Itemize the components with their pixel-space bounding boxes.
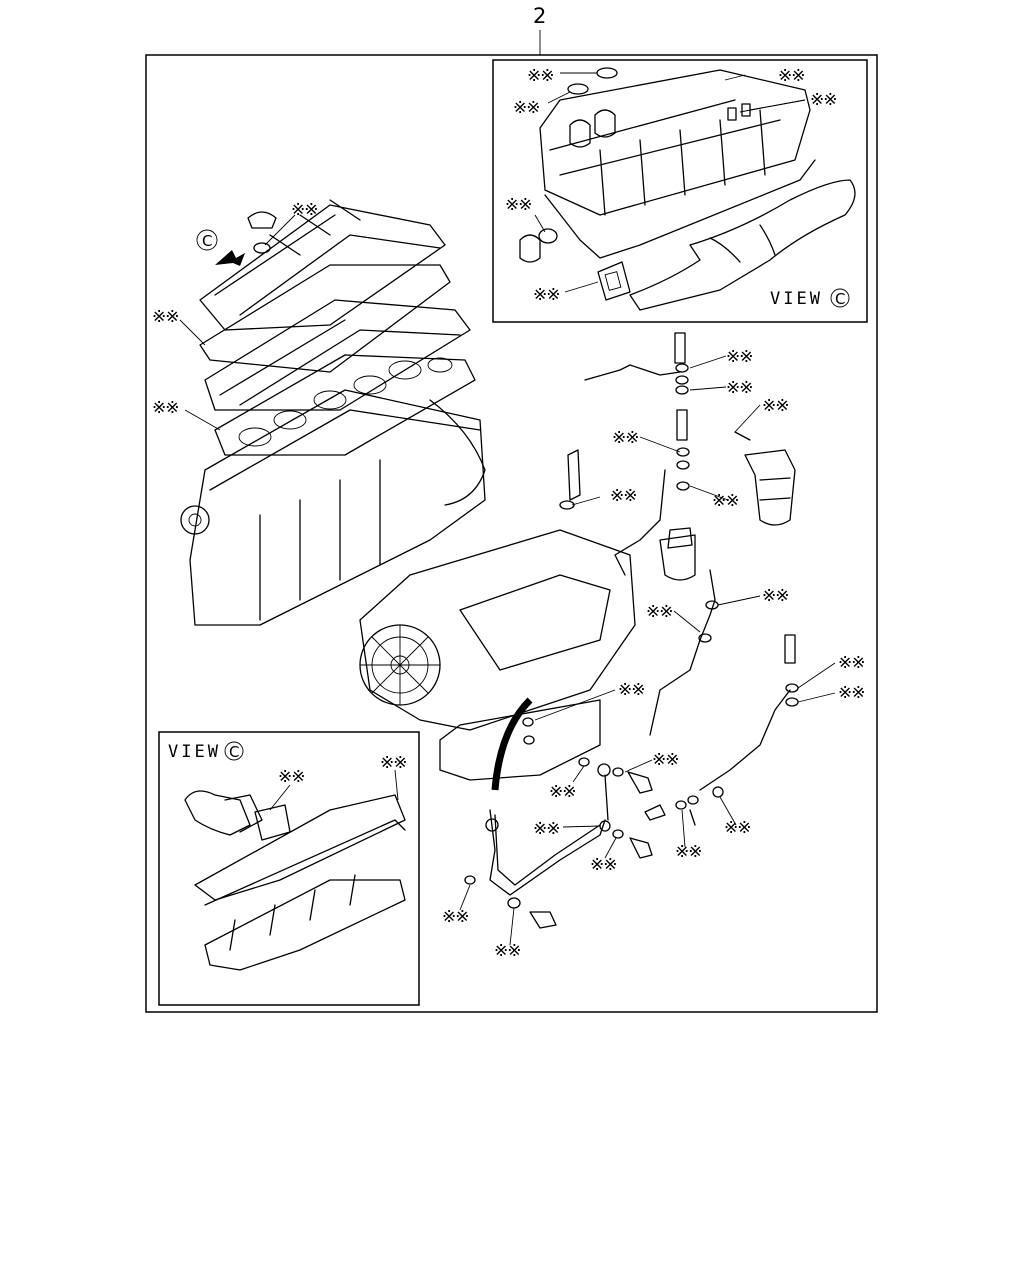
- view-circle-letter-top: C: [835, 290, 845, 308]
- oil-pipe-1: [489, 809, 606, 896]
- oil-filler-cap: [247, 211, 277, 229]
- marker-head-2: ※※: [152, 307, 179, 327]
- fuel-pipe-top: [584, 364, 681, 381]
- thermostat-housing: [519, 234, 541, 263]
- view-direction-arrow: [215, 250, 245, 266]
- marker-fuel-3: ※※: [762, 396, 789, 416]
- marker-top-5: ※※: [505, 195, 532, 215]
- marker-fuel-6: ※※: [762, 586, 789, 606]
- cylinder-block: [189, 389, 486, 626]
- banjo-bolt-2: [676, 409, 688, 441]
- oil-pan: [439, 699, 601, 781]
- view-label-top: VIEW: [770, 289, 823, 309]
- banjo-bolt-1: [674, 332, 686, 364]
- marker-head-3: ※※: [152, 398, 179, 418]
- inset-frame-top: [492, 59, 868, 323]
- marker-injector: ※※: [610, 486, 637, 506]
- flywheel-housing: [429, 399, 486, 506]
- injector: [567, 449, 581, 501]
- marker-lower-4: ※※: [590, 855, 617, 875]
- bolt-2: [629, 837, 653, 859]
- cover-view: [194, 794, 406, 901]
- engine-lower-assembly: ※※ ※※: [359, 449, 646, 791]
- fuel-filter: [659, 534, 696, 581]
- marker-fuel-5: ※※: [712, 491, 739, 511]
- view-circle-letter-bottom: C: [229, 743, 239, 761]
- marker-head-1: ※※: [291, 200, 318, 220]
- view-label-bottom: VIEW: [168, 742, 221, 762]
- intake-pipe: [629, 179, 856, 311]
- outer-frame: [145, 54, 878, 1013]
- marker-fuel-1: ※※: [726, 347, 753, 367]
- marker-inset-bottom-1: ※※: [278, 767, 305, 787]
- marker-top-2: ※※: [513, 98, 540, 118]
- inset-view-c-top: ※※ ※※ ※※ ※※ ※※ ※※ VIEW C: [492, 59, 868, 323]
- bolt-1: [627, 771, 653, 794]
- view-circle-bottom: [224, 741, 244, 761]
- marker-oilpan: ※※: [618, 680, 645, 700]
- marker-inset-bottom-2: ※※: [380, 753, 407, 773]
- reference-number: 2: [533, 4, 546, 28]
- inset-view-c-bottom: VIEW C ※※ ※※: [158, 731, 420, 1006]
- marker-top-6: ※※: [533, 285, 560, 305]
- fuel-filter-right: [744, 449, 796, 526]
- banjo-bolt-3: [784, 634, 796, 664]
- inset-frame-bottom: [158, 731, 420, 1006]
- marker-lower-2: ※※: [549, 782, 576, 802]
- cover-gasket: [199, 264, 451, 373]
- marker-fuel-9: ※※: [838, 683, 865, 703]
- hose: [491, 697, 533, 791]
- view-circle-top: [830, 288, 850, 308]
- head-view: [204, 879, 406, 971]
- o-ring-3: [538, 228, 558, 244]
- marker-top-3: ※※: [778, 66, 805, 86]
- marker-lower-3: ※※: [533, 819, 560, 839]
- marker-lower-6: ※※: [724, 818, 751, 838]
- bolt-4: [529, 911, 557, 929]
- marker-fuel-4: ※※: [612, 428, 639, 448]
- o-ring-1: [596, 67, 618, 79]
- view-direction-letter: C: [202, 232, 212, 250]
- o-ring-2: [567, 83, 589, 95]
- manifold-elbow: [184, 790, 251, 836]
- fuel-pipe-right: [699, 689, 791, 791]
- head-gasket: [214, 354, 476, 456]
- marker-fuel-8: ※※: [838, 653, 865, 673]
- fuel-pipe-mid: [614, 469, 666, 576]
- cylinder-head: [204, 299, 471, 411]
- flange-gasket: [597, 261, 631, 301]
- marker-fuel-2: ※※: [726, 378, 753, 398]
- pulley: [180, 505, 210, 535]
- caps: [727, 103, 751, 121]
- marker-lower-5: ※※: [675, 842, 702, 862]
- cap-seal: [253, 242, 271, 254]
- fuel-system: ※※ ※※ ※※ ※※ ※※ ※※ ※※ ※※ ※※: [584, 332, 866, 791]
- marker-lower-7: ※※: [442, 907, 469, 927]
- marker-lower-1: ※※: [652, 750, 679, 770]
- view-direction-circle: [196, 229, 218, 251]
- marker-top-4: ※※: [810, 90, 837, 110]
- engine-block-lower: [359, 529, 636, 731]
- fuel-pipe-lower: [649, 569, 716, 736]
- cover-lower-edge: [544, 159, 816, 259]
- marker-top-1: ※※: [527, 66, 554, 86]
- lower-pipes: ※※ ※※ ※※ ※※ ※※ ※※ ※※ ※※: [442, 750, 752, 961]
- valve-cover: [539, 69, 811, 216]
- marker-lower-8: ※※: [494, 941, 521, 961]
- engine-upper-assembly: C ※※ ※※ ※※: [152, 199, 486, 626]
- bolt-3: [644, 804, 666, 821]
- marker-fuel-7: ※※: [646, 602, 673, 622]
